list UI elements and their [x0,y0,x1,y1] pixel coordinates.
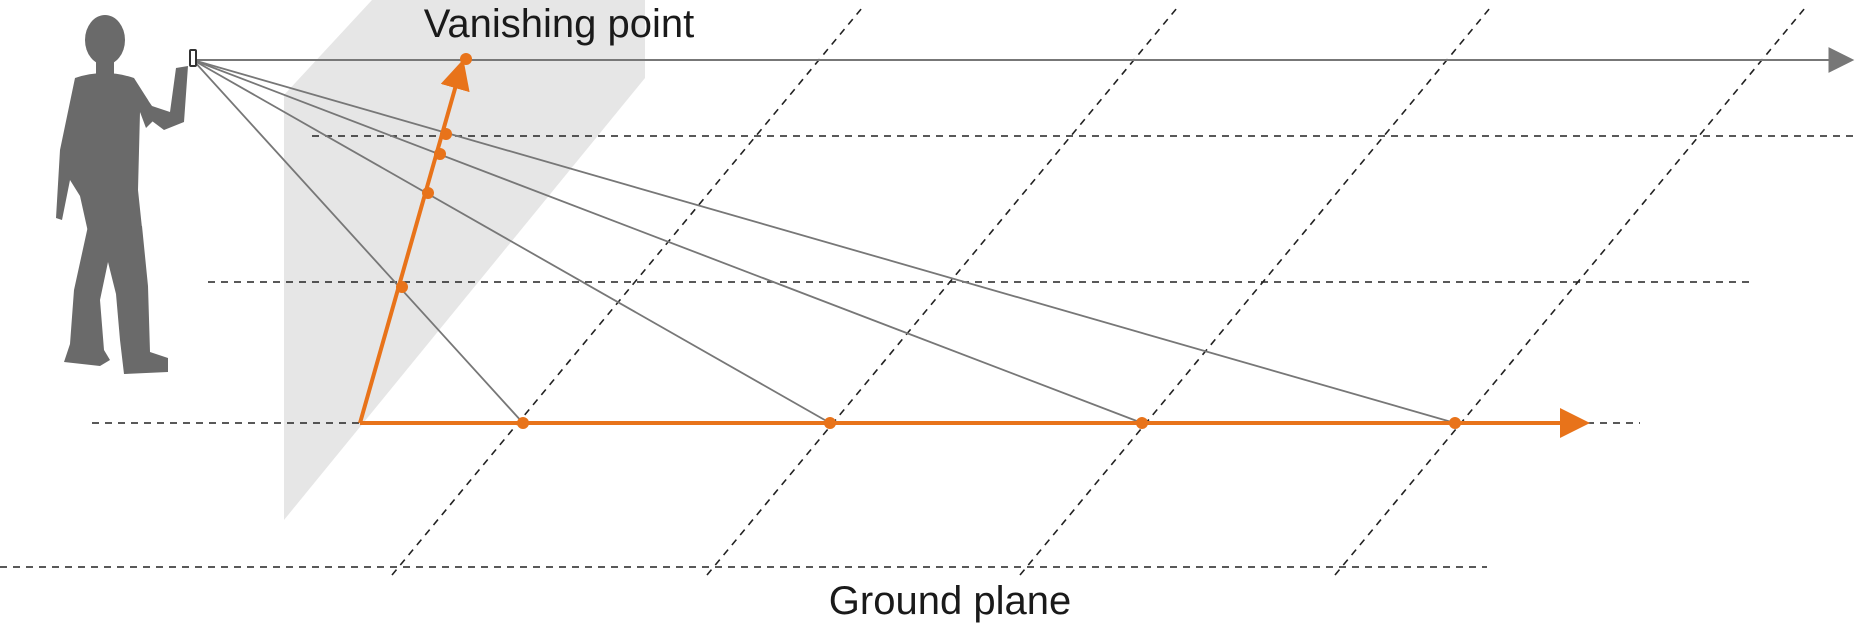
person-head [85,15,125,65]
sight-ray-3 [192,59,1143,424]
person-holding-phone-icon [56,15,197,374]
sight-ray-2 [192,59,831,424]
diagonal-dashed-line-4 [1334,7,1806,576]
phone [189,49,197,67]
ground-point-1 [517,417,529,429]
projected-point-4 [440,128,452,140]
diagonal-dashed-line-1 [391,7,863,576]
sight-rays [192,59,1456,424]
sight-ray-4 [192,59,1456,424]
vanishing-point-label: Vanishing point [424,2,695,46]
projected-point-3 [434,148,446,160]
horizontal-dashed-lines [0,135,1855,568]
ground-plane-label: Ground plane [829,579,1071,623]
diagonal-dashed-line-3 [1019,7,1491,576]
person-neck [96,58,114,74]
vanishing-point-marker [460,53,472,65]
sight-ray-1 [192,59,524,424]
person-arm-raised [134,66,188,130]
person-torso [56,73,156,232]
ground-point-3 [1136,417,1148,429]
projected-point-2 [422,187,434,199]
projection-arrow [358,59,470,424]
diagonal-dashed-lines [391,7,1806,576]
projected-points [396,53,472,293]
diagonal-dashed-line-2 [706,7,1178,576]
person-legs [64,226,168,374]
ground-point-2 [824,417,836,429]
projected-point-1 [396,281,408,293]
ground-point-4 [1449,417,1461,429]
picture-plane [284,0,645,520]
ground-points [517,417,1461,429]
